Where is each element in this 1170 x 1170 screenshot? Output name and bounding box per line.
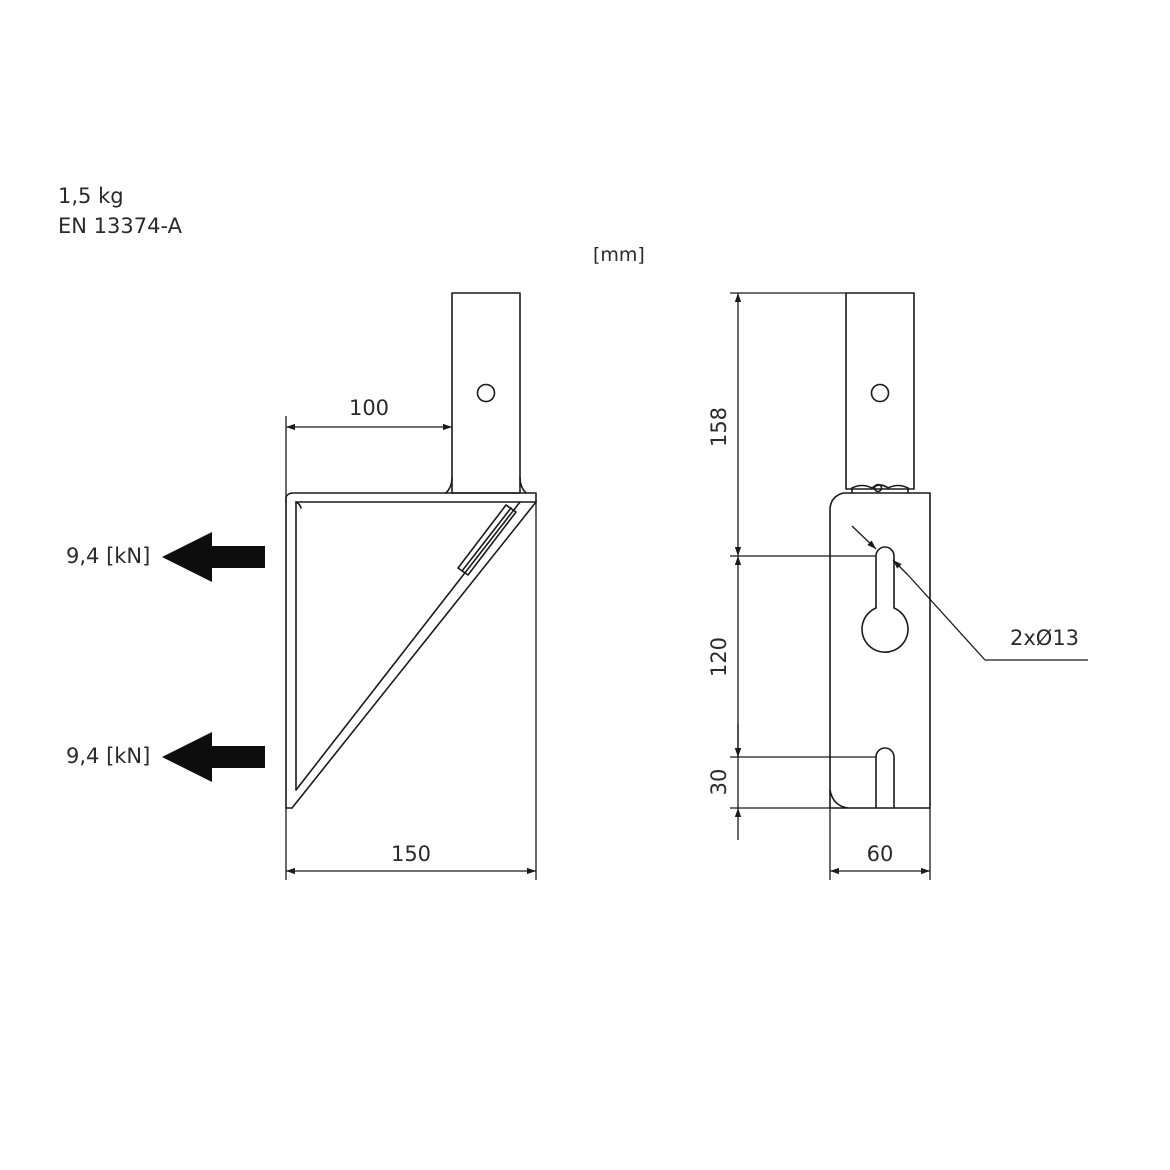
keyhole-slot-icon: [861, 546, 909, 653]
standard-label: EN 13374-A: [58, 214, 183, 238]
dim-vertical-chain: 158 120 30: [707, 292, 876, 840]
side-post: [445, 292, 527, 494]
dim-bottom-slot-label: 30: [707, 769, 731, 796]
front-view: 158 120 30 60 2xØ13: [707, 292, 1088, 880]
dim-base-width-label: 150: [391, 842, 431, 866]
force-arrow-bottom-icon: [162, 732, 265, 782]
front-plate: [829, 492, 931, 809]
side-view: 9,4 [kN] 9,4 [kN] 100 150: [66, 292, 537, 880]
dim-post-height-label: 158: [707, 407, 731, 447]
front-post: [845, 292, 915, 494]
force-top-label: 9,4 [kN]: [66, 544, 150, 568]
dim-post-offset-label: 100: [349, 396, 389, 420]
dim-hole-spacing-label: 120: [707, 637, 731, 677]
dim-plate-width: 60: [829, 808, 931, 880]
side-diagonal-brace: [291, 501, 537, 809]
side-top-plate: [285, 492, 537, 509]
hole-callout-label: 2xØ13: [1010, 626, 1079, 650]
dim-base-width: 150: [285, 502, 537, 880]
dim-plate-width-label: 60: [867, 842, 894, 866]
force-arrow-top-icon: [162, 532, 265, 582]
force-bottom-label: 9,4 [kN]: [66, 744, 150, 768]
dim-post-offset: 100: [285, 396, 452, 502]
bottom-slot-icon: [875, 747, 895, 809]
hole-diameter-callout: 2xØ13: [851, 525, 1088, 661]
units-label: [mm]: [593, 244, 645, 266]
side-back-plate: [285, 501, 297, 809]
weight-label: 1,5 kg: [58, 184, 124, 208]
